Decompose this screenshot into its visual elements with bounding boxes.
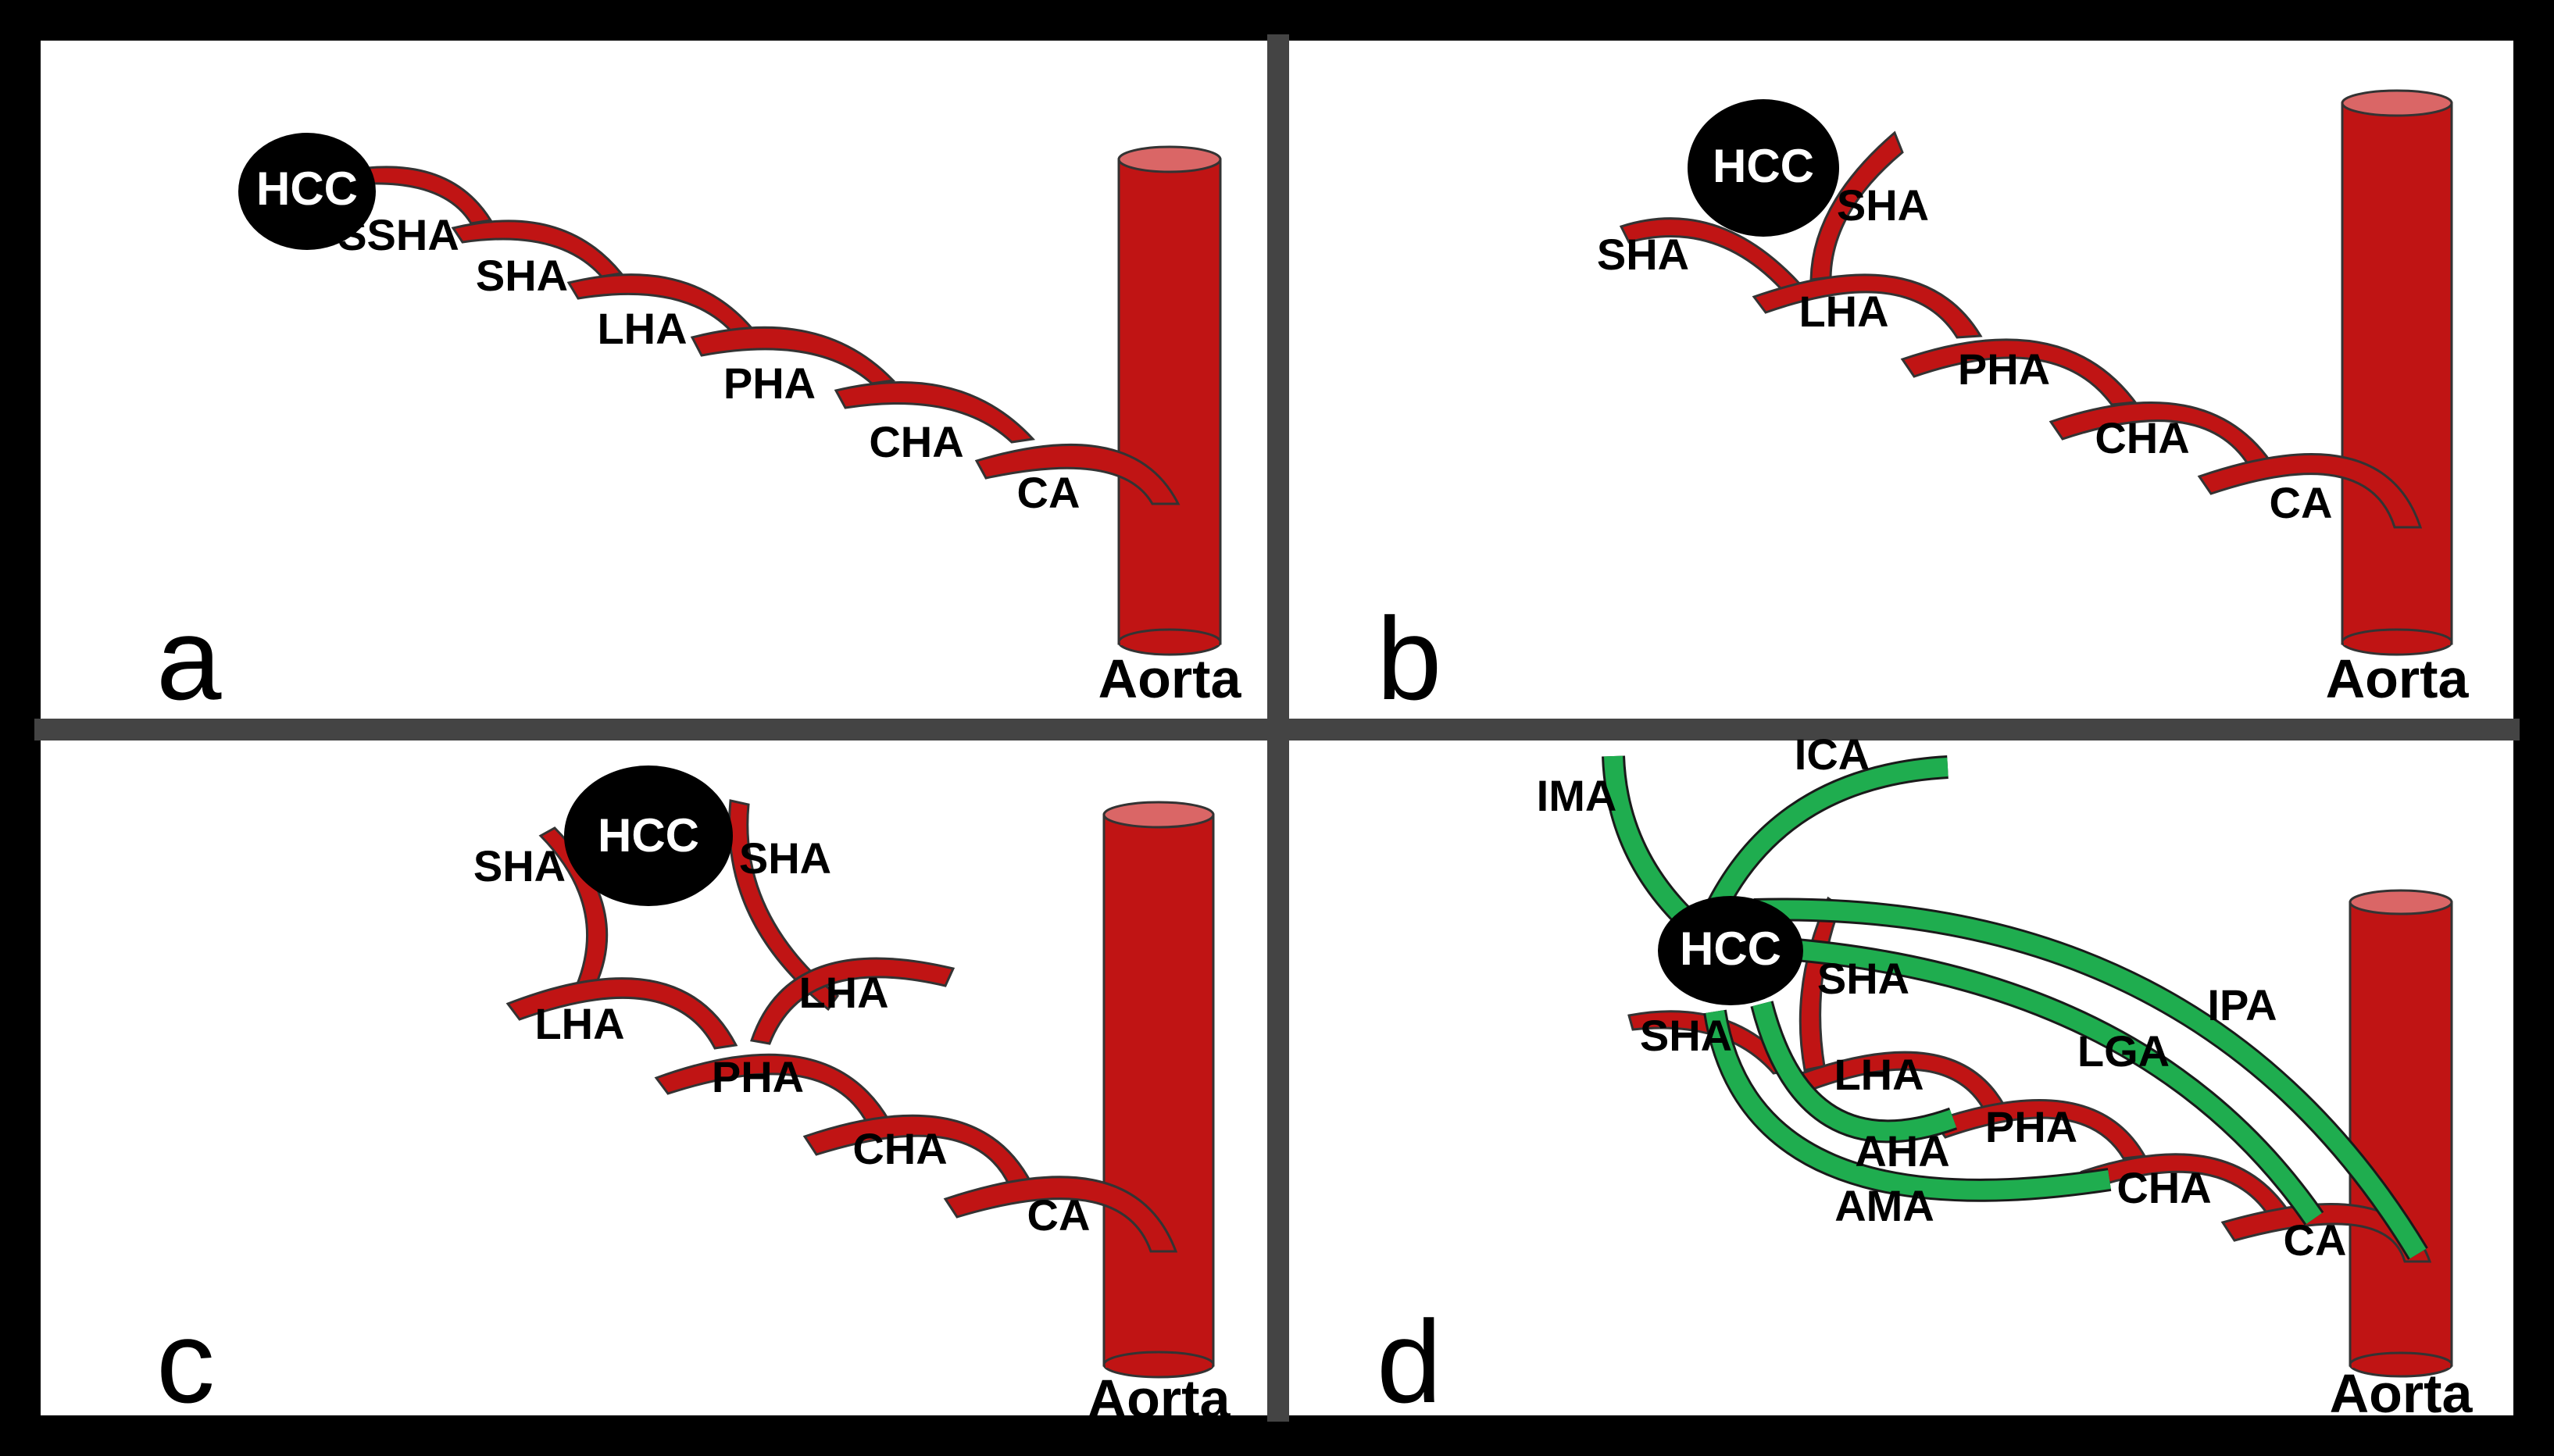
label-sha-d-right: SHA	[1817, 954, 1909, 1003]
panel-c: HCC SHA SHA LHA LHA PHA CHA CA Aorta c	[156, 765, 1231, 1429]
tumor-hcc-b	[1688, 99, 1839, 237]
collateral-ipa	[1753, 900, 2427, 1259]
label-ipa: IPA	[2207, 980, 2277, 1030]
aorta-c-top	[1102, 801, 1215, 829]
label-sha-c-right: SHA	[739, 833, 831, 883]
vessel-cha-a	[834, 381, 1036, 444]
panel-letter-c: c	[156, 1296, 215, 1427]
tumor-label-a: HCC	[256, 162, 358, 215]
aorta-label-b: Aorta	[2326, 648, 2470, 709]
tumor-hcc-a	[238, 133, 376, 250]
collateral-ama	[1706, 1010, 2111, 1200]
panel-a-background	[41, 41, 1267, 719]
tumor-label-c: HCC	[598, 809, 699, 862]
label-cha-d: CHA	[2116, 1163, 2211, 1212]
tumor-hcc-d	[1658, 896, 1803, 1005]
vessel-pha-a	[690, 326, 896, 385]
label-pha-a: PHA	[723, 359, 816, 408]
panel-d-background	[1289, 740, 2513, 1415]
label-lha-b: LHA	[1799, 287, 1888, 336]
panel-letter-d: d	[1377, 1296, 1441, 1427]
vessel-lha-c	[505, 977, 738, 1050]
panel-letter-b: b	[1377, 593, 1441, 724]
label-ca-c: CA	[1027, 1190, 1091, 1240]
label-ca-a: CA	[1017, 468, 1081, 517]
label-lha-c: LHA	[534, 999, 624, 1048]
aorta-a	[1117, 158, 1222, 645]
vessel-ca-c	[943, 1176, 1178, 1253]
aorta-b-top	[2341, 89, 2453, 117]
label-ica: ICA	[1795, 730, 1870, 779]
tumor-hcc-c	[564, 765, 733, 906]
label-lga: LGA	[2077, 1026, 2170, 1076]
collateral-aha	[1752, 1001, 1957, 1141]
label-lha-a: LHA	[597, 304, 687, 353]
label-ca-b: CA	[2270, 478, 2333, 527]
aorta-b	[2341, 102, 2453, 645]
label-aha: AHA	[1855, 1126, 1949, 1176]
label-sha-c-left: SHA	[473, 841, 566, 890]
aorta-label-c: Aorta	[1088, 1369, 1231, 1429]
label-pha-d: PHA	[1985, 1102, 2077, 1151]
vessel-lha-c-right	[750, 957, 956, 1045]
label-ssha-a: SSHA	[338, 210, 459, 259]
panel-letter-a: a	[156, 593, 222, 724]
label-sha-d-left: SHA	[1640, 1011, 1732, 1060]
label-lha-d: LHA	[1834, 1050, 1924, 1099]
aorta-label-a: Aorta	[1098, 648, 1242, 709]
collateral-lga	[1753, 937, 2322, 1224]
panel-b-background	[1289, 41, 2513, 719]
tumor-label-b: HCC	[1713, 140, 1814, 192]
label-cha-a: CHA	[869, 417, 963, 466]
vessel-ca-a	[974, 443, 1181, 505]
label-pha-b: PHA	[1958, 344, 2050, 394]
label-pha-c: PHA	[712, 1052, 804, 1101]
panel-b: HCC SHA SHA LHA PHA CHA CA Aorta b	[1377, 89, 2470, 724]
label-sha-b-right: SHA	[1837, 180, 1929, 230]
label-sha-a: SHA	[476, 251, 568, 300]
aorta-d	[2349, 901, 2453, 1367]
label-cha-b: CHA	[2095, 413, 2189, 462]
label-ima: IMA	[1537, 771, 1617, 820]
panel-d: HCC SHA SHA LHA PHA CHA CA IMA ICA IPA L…	[1377, 730, 2473, 1427]
vessel-sha-c-right	[728, 799, 840, 1012]
label-ca-d: CA	[2284, 1215, 2347, 1265]
aorta-a-top	[1117, 145, 1222, 173]
tumor-label-d: HCC	[1680, 922, 1781, 975]
vessel-lha-b	[1752, 273, 1983, 339]
aorta-d-top	[2349, 889, 2453, 915]
vessel-sha-b-right	[1809, 130, 1904, 281]
vessel-ca-b	[2197, 453, 2423, 529]
vessel-ca-d	[2220, 1203, 2432, 1263]
aorta-label-d: Aorta	[2330, 1363, 2474, 1424]
panel-a: HCC SSHA SHA LHA PHA CHA CA Aorta a	[156, 133, 1241, 724]
label-sha-b-left: SHA	[1597, 230, 1689, 279]
label-ama: AMA	[1834, 1181, 1934, 1230]
horizontal-divider	[34, 719, 2520, 740]
label-cha-c: CHA	[852, 1124, 947, 1173]
label-lha-c-right: LHA	[798, 968, 888, 1017]
aorta-c	[1102, 813, 1215, 1367]
